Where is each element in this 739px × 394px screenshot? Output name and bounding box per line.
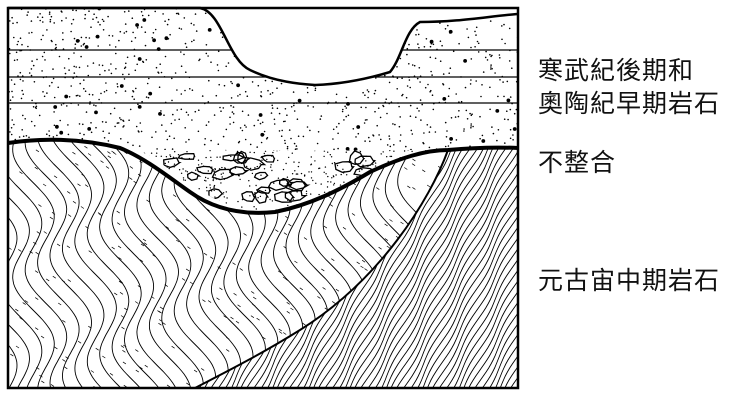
label-unconformity: 不整合	[538, 148, 617, 177]
label-upper-rocks-line2: 奧陶紀早期岩石	[538, 89, 721, 118]
fault-contact-line	[194, 149, 449, 389]
label-upper-rocks-line1: 寒武紀後期和	[538, 56, 695, 85]
label-lower-rocks: 元古宙中期岩石	[538, 266, 721, 295]
diagram-frame	[6, 6, 520, 390]
ground-surface-line	[8, 6, 519, 87]
unconformity-line	[7, 137, 519, 215]
